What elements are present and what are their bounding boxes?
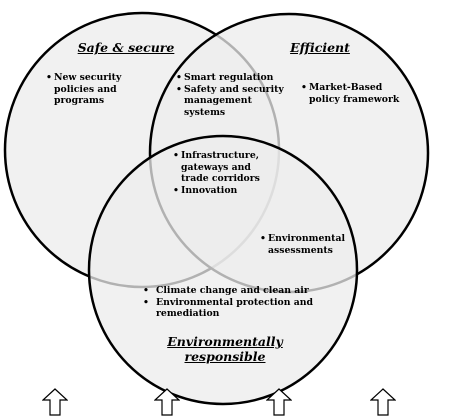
region-safe-efficient: Smart regulationSafety and security mana… bbox=[176, 72, 294, 118]
region-all-three: Infrastructure, gateways and trade corri… bbox=[173, 150, 273, 196]
up-arrow-icon bbox=[370, 388, 396, 416]
region-efficient-env: Environmental assessments bbox=[260, 233, 370, 256]
bullet-item: Safety and security management systems bbox=[176, 84, 294, 119]
heading-env-line1: Environmentally bbox=[167, 334, 283, 349]
up-arrow-icon bbox=[154, 388, 180, 416]
up-arrow-icon bbox=[266, 388, 292, 416]
bullet-item: Environmental protection and remediation bbox=[138, 297, 313, 320]
heading-safe-secure: Safe & secure bbox=[77, 40, 175, 55]
heading-env-line2: responsible bbox=[184, 349, 266, 364]
up-arrow-icon bbox=[42, 388, 68, 416]
region-efficient-only: Market-Based policy framework bbox=[301, 82, 401, 105]
circle-environmentally-responsible bbox=[87, 134, 359, 406]
region-environment-only: Climate change and clean airEnvironmenta… bbox=[138, 285, 313, 320]
heading-efficient: Efficient bbox=[290, 40, 350, 55]
bullet-item: Climate change and clean air bbox=[138, 285, 313, 297]
bullet-item: Smart regulation bbox=[176, 72, 294, 84]
bullet-item: Infrastructure, gateways and trade corri… bbox=[173, 150, 273, 185]
bullet-item: Innovation bbox=[173, 185, 273, 197]
bullet-item: Market-Based policy framework bbox=[301, 82, 401, 105]
bullet-item: Environmental assessments bbox=[260, 233, 370, 256]
heading-environmentally-responsible: Environmentally responsible bbox=[150, 334, 300, 364]
region-safe-only: New security policies and programs bbox=[46, 72, 156, 107]
bullet-item: New security policies and programs bbox=[46, 72, 156, 107]
